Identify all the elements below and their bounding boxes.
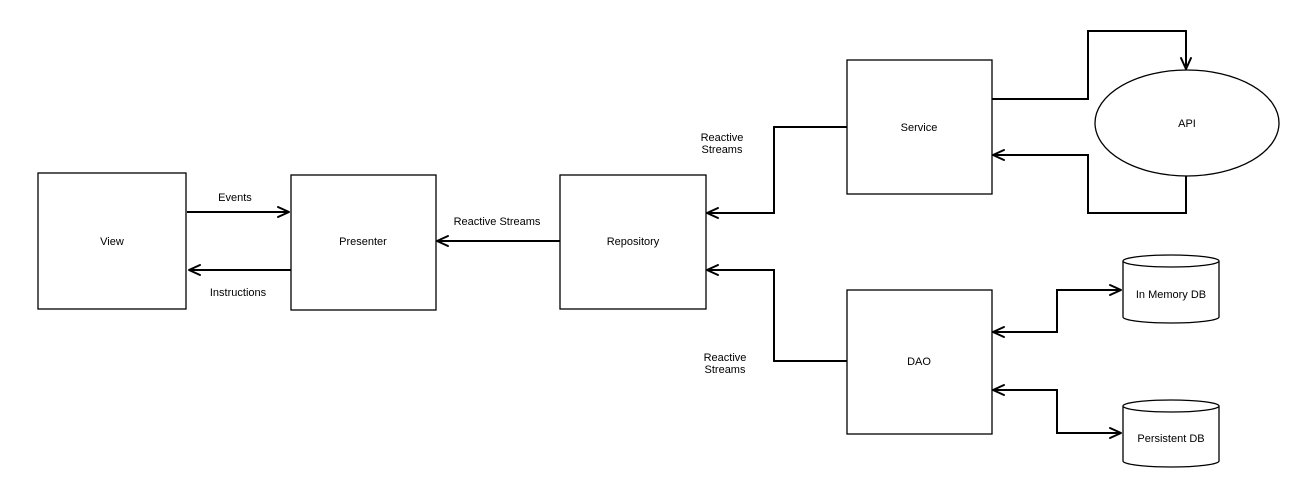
node-persistent-db: Persistent DB <box>1122 399 1220 468</box>
edge-label-repo-to-presenter: Reactive Streams <box>454 216 541 228</box>
edge-service-to-repository <box>706 126 847 219</box>
edge-dao-persistent-db <box>992 384 1122 439</box>
node-presenter-label: Presenter <box>339 236 387 248</box>
node-repository-label: Repository <box>607 236 660 248</box>
edge-label-dao-to-repo-line1: Reactive <box>704 352 747 364</box>
node-persistent-db-label: Persistent DB <box>1137 433 1204 445</box>
node-dao-label: DAO <box>907 356 931 368</box>
edge-label-service-to-repo-line1: Reactive <box>701 132 744 144</box>
edge-dao-to-repository <box>706 264 847 362</box>
node-in-memory-db-label: In Memory DB <box>1136 289 1206 301</box>
node-view: View <box>37 172 187 310</box>
edge-label-dao-to-repo-line2: Streams <box>705 364 746 376</box>
node-api-label: API <box>1178 118 1196 130</box>
node-api: API <box>1094 69 1280 177</box>
node-service: Service <box>846 59 993 195</box>
edge-api-to-service <box>992 149 1187 214</box>
node-service-label: Service <box>901 122 938 134</box>
node-in-memory-db: In Memory DB <box>1122 254 1220 324</box>
edge-view-to-presenter <box>187 206 290 218</box>
edge-label-events: Events <box>218 192 252 204</box>
edge-label-instructions: Instructions <box>210 287 267 299</box>
node-repository: Repository <box>559 174 707 310</box>
edge-presenter-to-view <box>188 264 291 276</box>
node-presenter: Presenter <box>290 174 437 311</box>
edge-service-to-api <box>991 30 1192 100</box>
edge-dao-in-memory-db <box>992 284 1122 338</box>
edge-label-service-to-repo-line2: Streams <box>702 144 743 156</box>
node-dao: DAO <box>846 289 993 435</box>
edge-repository-to-presenter <box>436 235 560 247</box>
node-view-label: View <box>100 236 124 248</box>
